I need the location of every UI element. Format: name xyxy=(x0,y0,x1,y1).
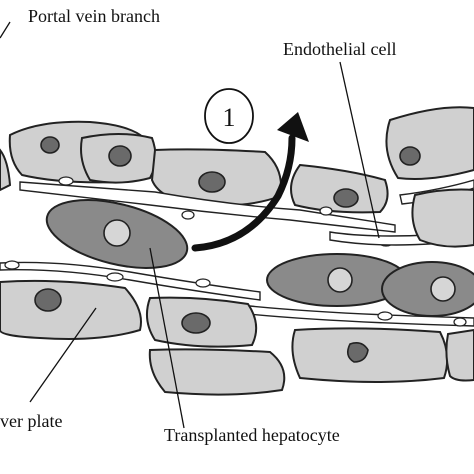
hepatocyte xyxy=(148,348,286,396)
hepatocyte-nucleus xyxy=(34,288,62,312)
endothelial-lining xyxy=(0,261,261,301)
hepatocyte-nucleus xyxy=(399,146,421,166)
transplanted-hepatocyte xyxy=(381,261,474,317)
endothelial-nucleus xyxy=(195,278,211,288)
endothelial-nucleus xyxy=(319,206,333,216)
endothelial-nucleus xyxy=(106,272,124,282)
endothelial-lining xyxy=(19,181,396,233)
hepatocyte-nucleus xyxy=(198,171,226,193)
hepatocyte xyxy=(0,148,12,192)
step-circle xyxy=(204,88,254,144)
liver-plate-leader-line xyxy=(29,307,97,403)
step-number: 1 xyxy=(223,103,236,132)
label-transplanted-hepatocyte: Transplanted hepatocyte xyxy=(164,425,340,445)
endothelial-nucleus xyxy=(4,260,20,270)
transplanted-hepatocytes xyxy=(45,199,474,317)
hepatocyte-nucleus xyxy=(333,188,359,208)
arrowhead-icon xyxy=(277,112,309,142)
hepatocyte-nucleus xyxy=(181,312,211,334)
step-marker: 1 xyxy=(204,88,254,144)
transplanted-leader-line xyxy=(149,247,185,429)
hepatocyte-nucleus xyxy=(346,342,369,363)
endothelial-nucleus xyxy=(58,176,74,186)
label-portal-vein-branch: Portal vein branch xyxy=(28,6,160,26)
endothelial-leader-line xyxy=(339,61,380,239)
hepatocyte xyxy=(0,279,142,340)
lower-endothelium xyxy=(0,260,474,327)
hepatocyte-nucleus xyxy=(40,136,60,154)
transplanted-hepatocyte-nucleus xyxy=(103,219,131,247)
migration-arrow xyxy=(191,134,296,252)
endothelial-nucleus xyxy=(181,210,195,220)
hepatocyte xyxy=(291,327,449,383)
hepatocyte xyxy=(385,106,474,180)
hepatocyte xyxy=(445,328,474,382)
portal-vein-wall xyxy=(0,21,11,39)
hepatocyte xyxy=(290,163,389,214)
hepatocyte xyxy=(411,188,474,248)
transplanted-hepatocyte-nucleus xyxy=(430,276,456,302)
endothelial-nucleus xyxy=(377,311,393,321)
transplanted-hepatocyte-nucleus xyxy=(327,267,353,293)
endothelial-nucleus xyxy=(453,317,467,327)
hepatocyte-nucleus xyxy=(108,145,132,167)
lower-liver-plate xyxy=(0,279,474,396)
label-liver-plate: ver plate xyxy=(0,411,62,431)
label-endothelial-cell: Endothelial cell xyxy=(283,39,396,59)
